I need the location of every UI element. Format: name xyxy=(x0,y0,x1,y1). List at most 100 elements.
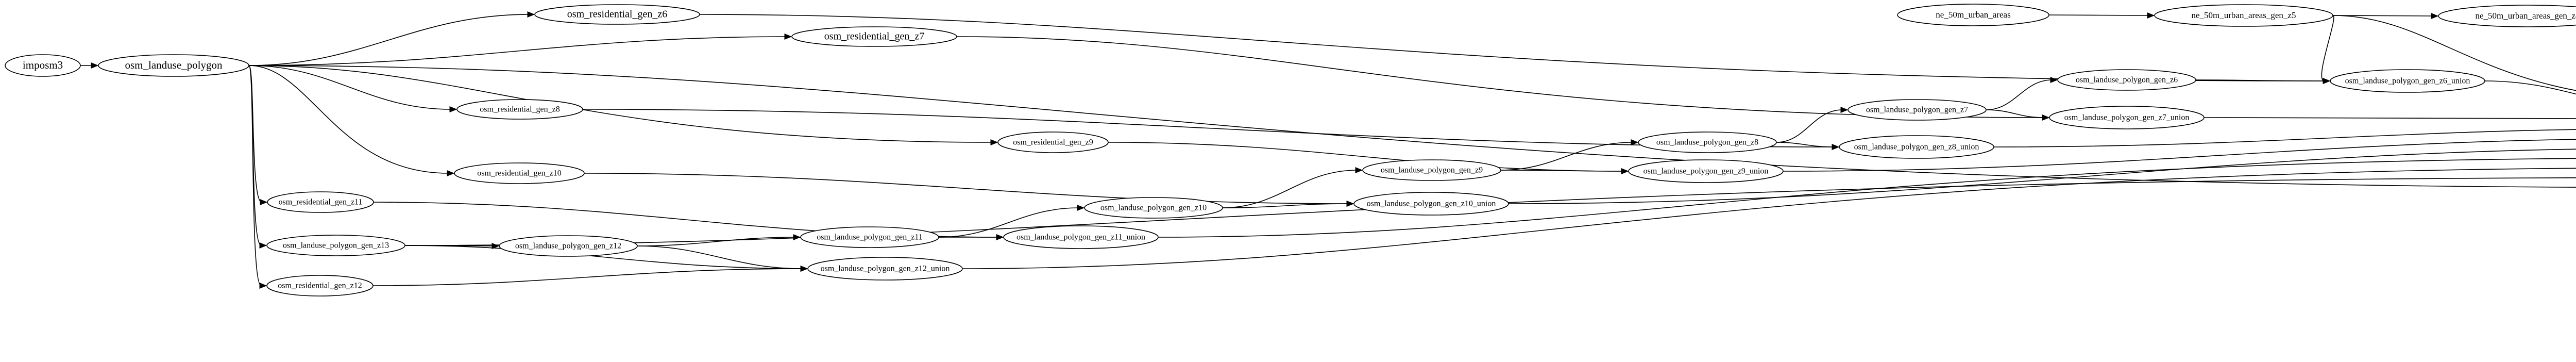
edge-osm_landuse_polygon-to-osm_residential_gen_z11 xyxy=(248,65,262,203)
node-shape-ne_50m_urban_areas_gen_z4[interactable] xyxy=(2438,5,2576,27)
node-osm_landuse_polygon_gen_z11[interactable]: osm_landuse_polygon_gen_z11 xyxy=(800,226,939,248)
node-label-imposm3: imposm3 xyxy=(23,59,63,71)
node-osm_landuse_polygon_gen_z12[interactable]: osm_landuse_polygon_gen_z12 xyxy=(499,235,638,257)
node-osm_landuse_polygon_gen_z7[interactable]: osm_landuse_polygon_gen_z7 xyxy=(1848,99,1987,121)
node-label-ne_50m_urban_areas_gen_z4: ne_50m_urban_areas_gen_z4 xyxy=(2476,11,2576,21)
node-label-osm_residential_gen_z8: osm_residential_gen_z8 xyxy=(480,105,560,114)
node-label-osm_residential_gen_z9: osm_residential_gen_z9 xyxy=(1013,138,1093,147)
node-shape-osm_landuse_polygon[interactable] xyxy=(98,54,249,77)
node-label-ne_50m_urban_areas_gen_z5: ne_50m_urban_areas_gen_z5 xyxy=(2192,10,2296,20)
node-label-osm_landuse_polygon_gen_z12: osm_landuse_polygon_gen_z12 xyxy=(515,242,621,251)
node-osm_landuse_polygon_gen_z8_union[interactable]: osm_landuse_polygon_gen_z8_union xyxy=(1839,135,1994,159)
edge-arrowhead xyxy=(447,170,455,176)
edge-arrowhead xyxy=(1832,144,1840,150)
edge-arrowhead xyxy=(260,199,268,205)
node-label-osm_landuse_polygon_gen_z9: osm_landuse_polygon_gen_z9 xyxy=(1381,166,1483,175)
node-shape-osm_landuse_polygon_gen_z8_union[interactable] xyxy=(1839,135,1994,159)
node-shape-osm_landuse_polygon_gen_z9_union[interactable] xyxy=(1628,159,1784,183)
node-osm_landuse_polygon_gen_z10_union[interactable]: osm_landuse_polygon_gen_z10_union xyxy=(1353,192,1509,216)
node-shape-osm_landuse_polygon_gen_z6_union[interactable] xyxy=(2330,69,2485,93)
node-shape-osm_landuse_polygon_gen_z12[interactable] xyxy=(499,235,638,257)
node-shape-osm_landuse_polygon_gen_z13[interactable] xyxy=(266,235,405,256)
node-shape-osm_landuse_polygon_gen_z9[interactable] xyxy=(1362,159,1501,181)
edge-arrowhead xyxy=(1346,201,1354,207)
node-osm_landuse_polygon_gen_z6_union[interactable]: osm_landuse_polygon_gen_z6_union xyxy=(2330,69,2485,93)
node-osm_residential_gen_z11[interactable]: osm_residential_gen_z11 xyxy=(267,191,374,213)
edge-arrowhead xyxy=(990,139,998,145)
node-shape-ne_50m_urban_areas[interactable] xyxy=(1897,4,2049,26)
node-shape-osm_residential_gen_z11[interactable] xyxy=(267,191,374,213)
node-osm_residential_gen_z10[interactable]: osm_residential_gen_z10 xyxy=(454,162,585,184)
edge-osm_landuse_polygon_gen_z9-to-osm_landuse_polygon_gen_z9_union xyxy=(1500,170,1623,172)
edge-osm_landuse_polygon-to-osm_residential_gen_z9 xyxy=(248,65,993,143)
node-shape-osm_residential_gen_z6[interactable] xyxy=(534,4,700,25)
node-shape-osm_landuse_polygon_gen_z6[interactable] xyxy=(2057,69,2196,91)
node-label-osm_residential_gen_z6: osm_residential_gen_z6 xyxy=(567,9,667,20)
node-shape-osm_landuse_polygon_gen_z11_union[interactable] xyxy=(1003,225,1159,249)
node-ne_50m_urban_areas[interactable]: ne_50m_urban_areas xyxy=(1897,4,2049,26)
edge-osm_residential_gen_z6-to-osm_landuse_polygon_gen_z6_union xyxy=(699,14,2325,81)
edge-arrowhead xyxy=(800,266,808,272)
node-osm_landuse_polygon_gen_z7_union[interactable]: osm_landuse_polygon_gen_z7_union xyxy=(2049,106,2205,129)
edge-osm_landuse_polygon-to-osm_residential_gen_z7 xyxy=(248,36,787,66)
node-osm_landuse_polygon_gen_z8[interactable]: osm_landuse_polygon_gen_z8 xyxy=(1638,131,1777,153)
node-osm_landuse_polygon_gen_z6[interactable]: osm_landuse_polygon_gen_z6 xyxy=(2057,69,2196,91)
node-shape-osm_residential_gen_z8[interactable] xyxy=(456,99,583,120)
node-shape-osm_landuse_polygon_gen_z8[interactable] xyxy=(1638,131,1777,153)
node-label-osm_landuse_polygon_gen_z13: osm_landuse_polygon_gen_z13 xyxy=(283,241,389,250)
edge-osm_landuse_polygon-to-osm_residential_gen_z8 xyxy=(248,65,452,110)
edge-ne_50m_urban_areas_gen_z5-to-osm_landuse_polygon_gen_z6_union xyxy=(2321,15,2334,81)
node-osm_landuse_polygon_gen_z12_union[interactable]: osm_landuse_polygon_gen_z12_union xyxy=(807,257,963,281)
edge-arrowhead xyxy=(259,242,267,249)
edges-layer xyxy=(80,11,2576,289)
node-label-osm_landuse_polygon_gen_z11: osm_landuse_polygon_gen_z11 xyxy=(817,233,923,242)
node-shape-osm_landuse_polygon_gen_z11[interactable] xyxy=(800,226,939,248)
edge-osm_landuse_polygon_gen_z10-to-osm_landuse_polygon_gen_z10_union xyxy=(1222,203,1349,208)
edge-osm_landuse_polygon_gen_z8-to-osm_landuse_polygon_gen_z8_union xyxy=(1776,142,1834,147)
edge-arrowhead xyxy=(2050,77,2058,83)
node-label-osm_landuse_polygon_gen_z8: osm_landuse_polygon_gen_z8 xyxy=(1656,138,1758,147)
edge-osm_residential_gen_z7-to-osm_landuse_polygon_gen_z7_union xyxy=(956,36,2044,118)
node-shape-osm_landuse_polygon_gen_z12_union[interactable] xyxy=(807,257,963,281)
edge-osm_landuse_polygon_gen_z8_union-to-layer_landuse_z8 xyxy=(1993,129,2576,147)
node-imposm3[interactable]: imposm3 xyxy=(5,54,81,77)
edge-osm_landuse_polygon_gen_z7-to-osm_landuse_polygon_gen_z7_union xyxy=(1986,109,2044,118)
node-shape-osm_landuse_polygon_gen_z10[interactable] xyxy=(1084,197,1223,219)
node-osm_residential_gen_z9[interactable]: osm_residential_gen_z9 xyxy=(997,131,1109,153)
node-label-osm_landuse_polygon_gen_z9_union: osm_landuse_polygon_gen_z9_union xyxy=(1643,167,1769,176)
node-osm_residential_gen_z7[interactable]: osm_residential_gen_z7 xyxy=(791,26,957,47)
node-ne_50m_urban_areas_gen_z4[interactable]: ne_50m_urban_areas_gen_z4 xyxy=(2438,5,2576,27)
node-shape-osm_landuse_polygon_gen_z7_union[interactable] xyxy=(2049,106,2205,129)
node-ne_50m_urban_areas_gen_z5[interactable]: ne_50m_urban_areas_gen_z5 xyxy=(2154,4,2333,27)
node-osm_landuse_polygon_gen_z11_union[interactable]: osm_landuse_polygon_gen_z11_union xyxy=(1003,225,1159,249)
edge-ne_50m_urban_areas_gen_z5-to-ne_50m_urban_areas_gen_z4 xyxy=(2332,15,2433,17)
node-osm_landuse_polygon_gen_z9_union[interactable]: osm_landuse_polygon_gen_z9_union xyxy=(1628,159,1784,183)
node-shape-osm_residential_gen_z10[interactable] xyxy=(454,162,585,184)
node-osm_residential_gen_z12[interactable]: osm_residential_gen_z12 xyxy=(266,275,374,297)
edge-arrowhead xyxy=(2431,13,2439,19)
node-shape-osm_landuse_polygon_gen_z7[interactable] xyxy=(1848,99,1987,121)
node-shape-imposm3[interactable] xyxy=(5,54,81,77)
edge-osm_landuse_polygon_gen_z13-to-osm_landuse_polygon_gen_z12_union xyxy=(404,245,803,269)
node-osm_landuse_polygon_gen_z10[interactable]: osm_landuse_polygon_gen_z10 xyxy=(1084,197,1223,219)
node-osm_landuse_polygon_gen_z9[interactable]: osm_landuse_polygon_gen_z9 xyxy=(1362,159,1501,181)
node-shape-osm_residential_gen_z12[interactable] xyxy=(266,275,374,297)
edge-arrowhead xyxy=(1621,168,1629,174)
edge-arrowhead xyxy=(1840,107,1849,113)
node-osm_landuse_polygon[interactable]: osm_landuse_polygon xyxy=(98,54,249,77)
node-shape-osm_residential_gen_z9[interactable] xyxy=(997,131,1109,153)
node-shape-osm_landuse_polygon_gen_z10_union[interactable] xyxy=(1353,192,1509,216)
node-shape-ne_50m_urban_areas_gen_z5[interactable] xyxy=(2154,4,2333,27)
edge-arrowhead xyxy=(449,106,457,112)
edge-osm_landuse_polygon_gen_z12_union-to-layer_landuse_z12 xyxy=(962,168,2576,269)
node-osm_residential_gen_z8[interactable]: osm_residential_gen_z8 xyxy=(456,99,583,120)
edge-arrowhead xyxy=(1077,205,1085,211)
node-osm_landuse_polygon_gen_z13[interactable]: osm_landuse_polygon_gen_z13 xyxy=(266,235,405,256)
edge-arrowhead xyxy=(996,234,1004,240)
edge-osm_landuse_polygon_gen_z13-to-layer_landuse_z13 xyxy=(404,177,2576,246)
edge-arrowhead xyxy=(1355,167,1363,173)
node-osm_residential_gen_z6[interactable]: osm_residential_gen_z6 xyxy=(534,4,700,25)
node-shape-osm_residential_gen_z7[interactable] xyxy=(791,26,957,47)
